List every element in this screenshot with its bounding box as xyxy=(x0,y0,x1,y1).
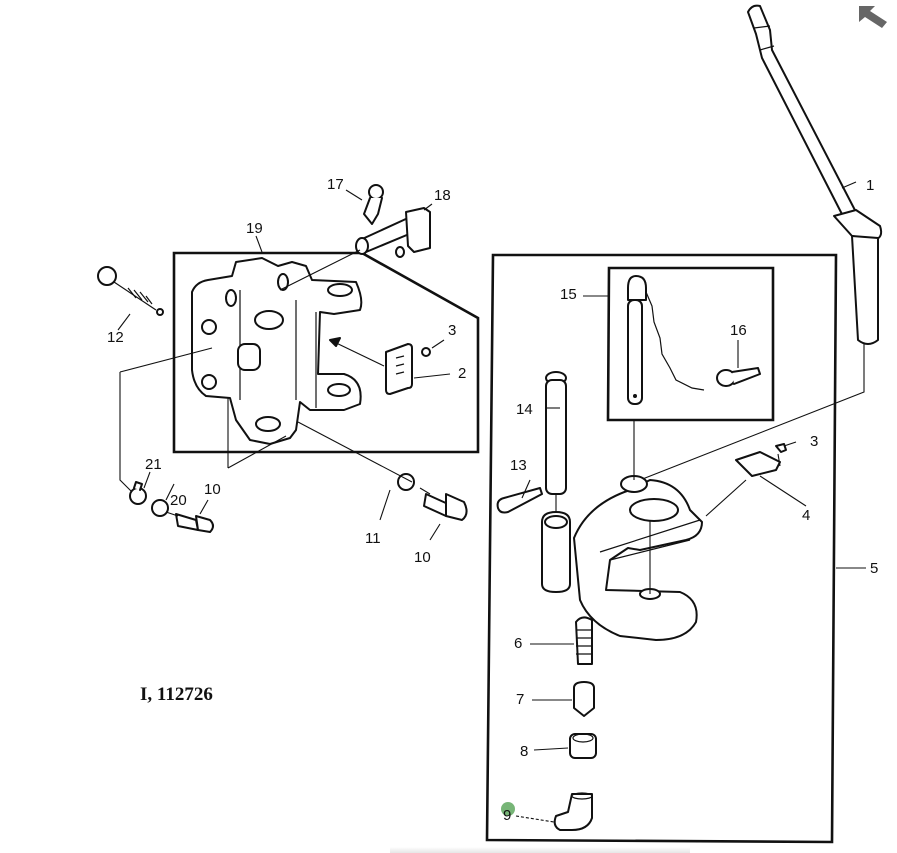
plate-4 xyxy=(735,451,781,477)
handle-1 xyxy=(639,4,883,481)
drawbar-jaw xyxy=(541,475,703,641)
callout-21: 21 xyxy=(145,456,162,473)
bolt-10b xyxy=(423,493,468,521)
callout-2: 2 xyxy=(458,365,466,382)
callout-14: 14 xyxy=(516,401,533,418)
bolt-10a xyxy=(175,513,214,533)
callout-3b: 3 xyxy=(810,433,818,450)
callout-16: 16 xyxy=(730,322,747,339)
callout-5: 5 xyxy=(870,560,878,577)
assembly-box-15 xyxy=(606,266,775,422)
clip-16 xyxy=(716,367,761,387)
clip-17 xyxy=(363,184,384,225)
cotter-13 xyxy=(496,487,543,514)
callout-19: 19 xyxy=(246,220,263,237)
callout-20: 20 xyxy=(170,492,187,509)
spring-6 xyxy=(575,616,593,665)
callout-13: 13 xyxy=(510,457,527,474)
callout-12: 12 xyxy=(107,329,124,346)
fitting-9 xyxy=(553,792,593,831)
callout-9: 9 xyxy=(503,807,511,824)
plate-2 xyxy=(385,343,413,395)
back-arrow-icon[interactable] xyxy=(855,2,891,30)
pin-18 xyxy=(355,207,431,258)
pin-15 xyxy=(627,275,705,405)
callout-10a: 10 xyxy=(204,481,221,498)
callout-6: 6 xyxy=(514,635,522,652)
pin-7 xyxy=(573,681,595,717)
callout-8: 8 xyxy=(520,743,528,760)
callout-4: 4 xyxy=(802,507,810,524)
spring-12 xyxy=(97,266,164,316)
screw-3b xyxy=(775,443,787,453)
callout-10b: 10 xyxy=(414,549,431,566)
figure-reference: I, 112726 xyxy=(140,684,213,705)
callout-17: 17 xyxy=(327,176,344,193)
highlight-marker xyxy=(501,802,515,816)
washer-21 xyxy=(129,481,147,505)
callout-11: 11 xyxy=(365,530,381,547)
assembly-box-5 xyxy=(485,253,838,844)
bottom-shadow-bar xyxy=(390,847,690,853)
callout-18: 18 xyxy=(434,187,451,204)
washer-20 xyxy=(151,499,169,517)
callout-7: 7 xyxy=(516,691,524,708)
assembly-box-19 xyxy=(172,251,480,454)
hitch-body-left xyxy=(191,257,363,445)
callout-15: 15 xyxy=(560,286,577,303)
pin-14 xyxy=(545,371,567,495)
washer-11 xyxy=(397,473,415,491)
callout-1: 1 xyxy=(866,177,874,194)
plug-8 xyxy=(569,733,597,759)
screw-3a xyxy=(421,347,431,357)
callout-3a: 3 xyxy=(448,322,456,339)
